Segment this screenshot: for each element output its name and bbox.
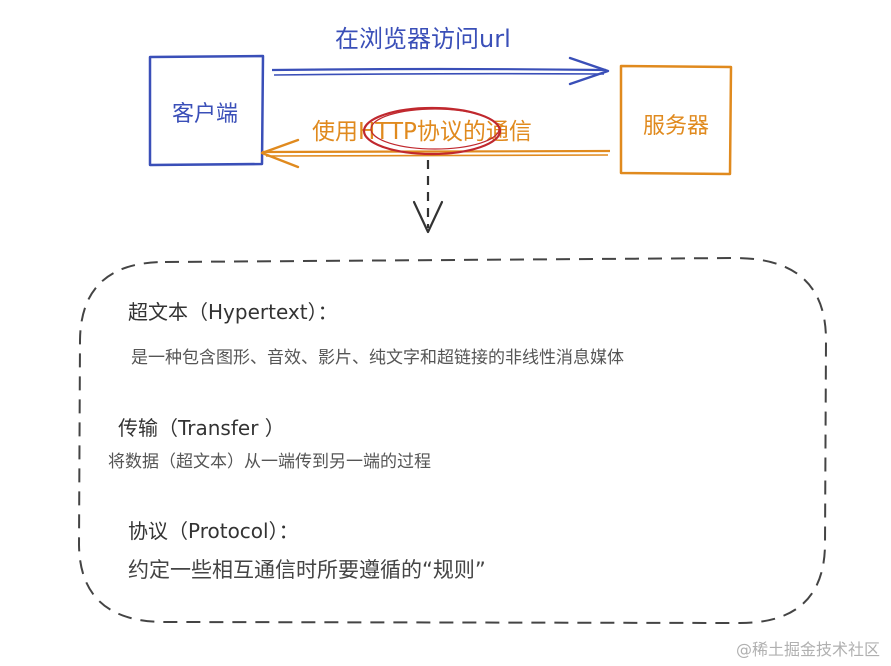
request-label: 在浏览器访问url bbox=[335, 25, 511, 53]
request-arrow: 在浏览器访问url bbox=[271, 25, 610, 86]
response-arrow: 使用HTTP协议的通信 bbox=[260, 106, 611, 169]
definition-hypertext: 超文本（Hypertext）： 是一种包含图形、音效、影片、纯文字和超链接的非线… bbox=[128, 300, 624, 368]
client-label: 客户端 bbox=[172, 102, 238, 127]
server-label: 服务器 bbox=[643, 114, 709, 139]
protocol-title: 协议（Protocol）： bbox=[128, 519, 299, 543]
client-box bbox=[148, 54, 265, 167]
transfer-desc: 将数据（超文本）从一端传到另一端的过程 bbox=[108, 452, 431, 472]
transfer-title: 传输（Transfer ） bbox=[118, 416, 285, 440]
definition-transfer: 传输（Transfer ） 将数据（超文本）从一端传到另一端的过程 bbox=[108, 416, 431, 472]
definition-container bbox=[77, 256, 828, 625]
hypertext-title: 超文本（Hypertext）： bbox=[128, 300, 338, 324]
http-highlight-circle bbox=[362, 106, 502, 156]
definition-protocol: 协议（Protocol）： 约定一些相互通信时所要遵循的“规则” bbox=[128, 519, 486, 582]
dashed-connector bbox=[412, 160, 444, 234]
hypertext-desc: 是一种包含图形、音效、影片、纯文字和超链接的非线性消息媒体 bbox=[131, 348, 624, 368]
server-box bbox=[619, 64, 733, 176]
watermark: @稀土掘金技术社区 bbox=[736, 640, 880, 659]
protocol-desc: 约定一些相互通信时所要遵循的“规则” bbox=[128, 558, 486, 582]
client-node: 客户端 bbox=[148, 54, 265, 167]
server-node: 服务器 bbox=[619, 64, 733, 176]
